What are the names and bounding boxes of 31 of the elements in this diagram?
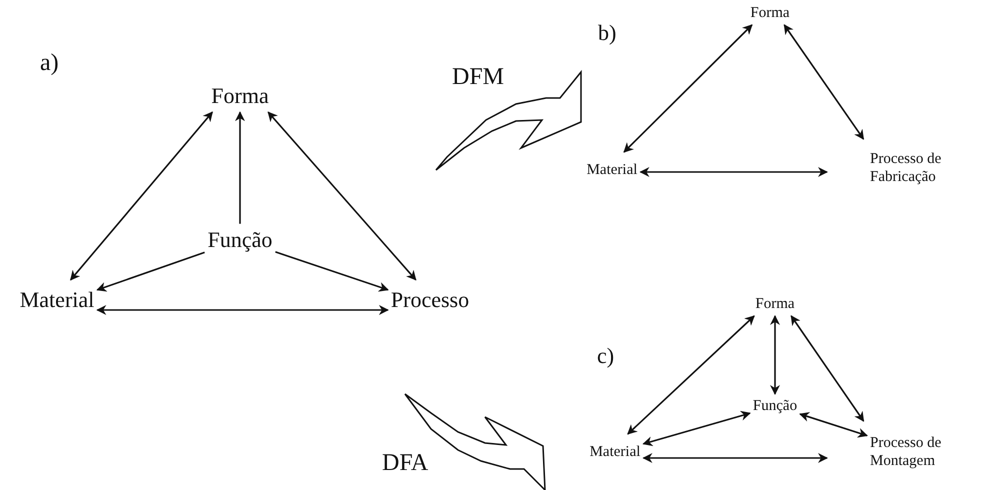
arrow (790, 315, 864, 422)
node-label: Função (208, 226, 272, 254)
node-label: Material (590, 443, 640, 461)
arrow (96, 252, 205, 292)
node-label: Processo (390, 286, 470, 314)
node-label: Forma (750, 4, 790, 22)
panel-label: DFM (452, 64, 504, 91)
arrow (275, 251, 389, 292)
arrow (623, 24, 753, 153)
arrow (70, 111, 213, 281)
arrow (96, 305, 389, 315)
arrow (268, 111, 416, 281)
arrow (642, 453, 828, 463)
panel-label: a) (40, 50, 59, 77)
arrow (770, 315, 780, 395)
node-label: Material (586, 161, 638, 179)
panel-label: b) (598, 20, 616, 46)
arrow (799, 412, 868, 438)
node-label: Processo de Montagem (870, 434, 966, 470)
arrow (235, 111, 245, 224)
node-label: Forma (755, 295, 795, 313)
arrow (639, 167, 828, 177)
panel-label: DFA (382, 450, 428, 477)
arrow (784, 24, 864, 140)
arrow (627, 315, 755, 435)
arrow (642, 410, 751, 446)
node-label: Função (752, 397, 798, 415)
node-label: Forma (211, 82, 269, 110)
node-label: Processo de Fabricação (870, 150, 966, 186)
node-label: Material (20, 286, 94, 314)
panel-label: c) (597, 343, 614, 369)
